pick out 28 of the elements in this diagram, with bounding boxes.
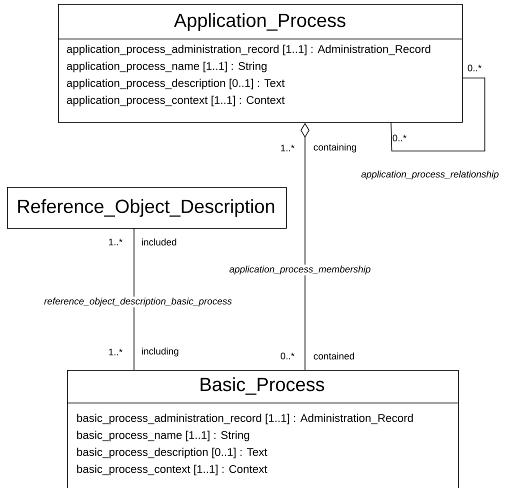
attribute: application_process_description [0..1] : Text xyxy=(66,78,285,90)
edge-label: application_process_membership xyxy=(228,264,372,276)
attribute: basic_process_name [1..1] : String xyxy=(77,430,250,442)
attribute: basic_process_context [1..1] : Context xyxy=(77,464,268,476)
edge-label: reference_object_description_basic_process xyxy=(43,296,233,308)
role-label: including xyxy=(142,348,178,356)
role-label: 0..* xyxy=(392,134,406,142)
class-name: Reference_Object_Description xyxy=(18,199,274,217)
attribute: application_process_administration_record [1..1] : Administration_Record xyxy=(66,44,430,56)
role-label: 1..* xyxy=(281,144,294,152)
class-name: Basic_Process xyxy=(200,377,324,395)
class-box xyxy=(7,187,287,229)
edge-label: application_process_relationship xyxy=(360,170,500,180)
role-label: included xyxy=(142,238,176,246)
attribute: basic_process_description [0..1] : Text xyxy=(77,448,268,458)
attribute: application_process_context [1..1] : Context xyxy=(66,96,285,106)
role-label: 0..* xyxy=(280,352,294,360)
role-label: 1..* xyxy=(109,348,122,356)
attribute: application_process_name [1..1] : String xyxy=(66,62,267,72)
role-label: 0..* xyxy=(468,64,482,72)
role-label: 1..* xyxy=(109,238,122,246)
role-label: containing xyxy=(314,144,356,152)
attribute: basic_process_administration_record [1..1] : Administration_Record xyxy=(77,414,413,424)
role-label: contained xyxy=(314,352,354,360)
class-box xyxy=(66,370,459,488)
class-name: Application_Process xyxy=(174,13,346,31)
class-box xyxy=(58,4,463,123)
association-line xyxy=(390,78,486,152)
